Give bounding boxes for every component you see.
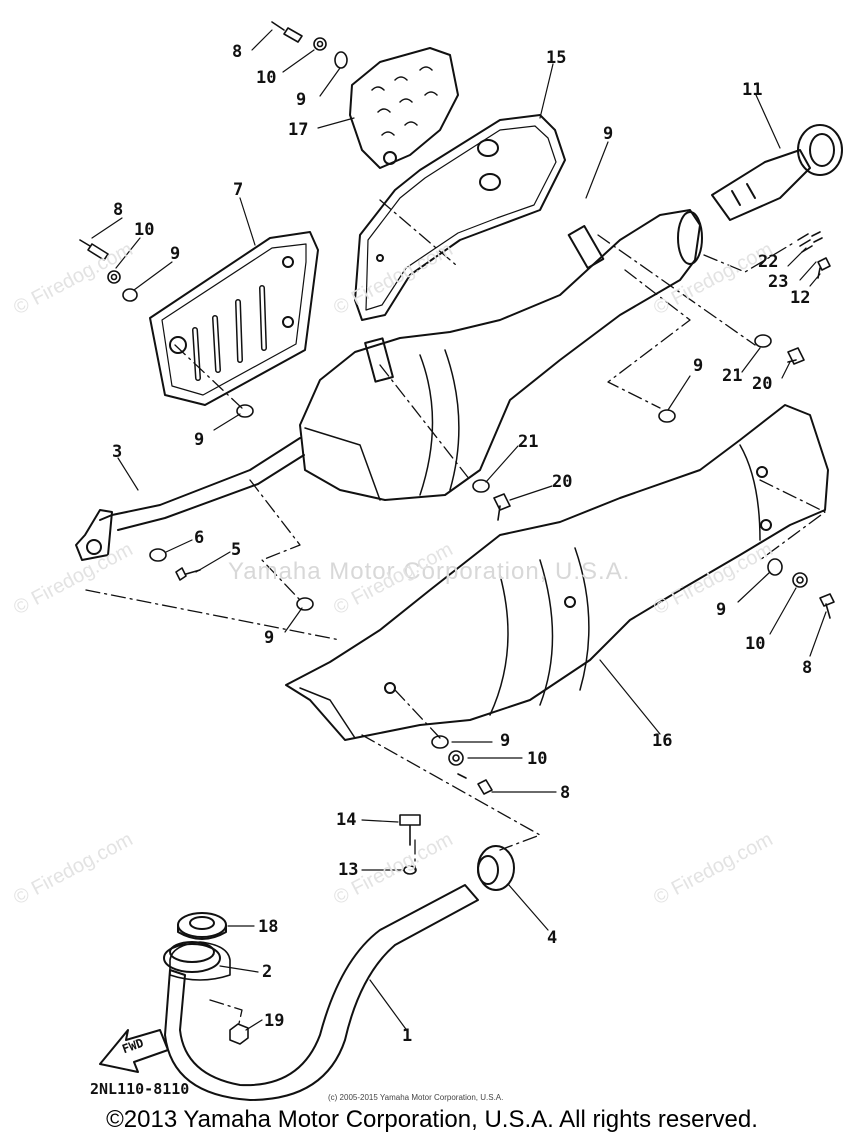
fasteners — [79, 21, 835, 1045]
callout-3: 3 — [112, 442, 123, 462]
callout-20: 20 — [552, 472, 573, 492]
copyright-footer: ©2013 Yamaha Motor Corporation, U.S.A. A… — [106, 1106, 758, 1133]
callout-9: 9 — [500, 731, 511, 751]
callout-14: 14 — [336, 810, 357, 830]
callout-13: 13 — [338, 860, 359, 880]
alignment-lines — [85, 199, 826, 1029]
callout-5: 5 — [231, 540, 242, 560]
callout-11: 11 — [742, 80, 763, 100]
callout-21: 21 — [722, 366, 743, 386]
lower-heat-shield — [285, 404, 829, 741]
callout-2: 2 — [262, 962, 273, 982]
small-copyright: (c) 2005-2015 Yamaha Motor Corporation, … — [328, 1093, 504, 1102]
callout-8: 8 — [113, 200, 124, 220]
side-cover-plate — [149, 231, 319, 406]
callout-9: 9 — [170, 244, 181, 264]
callout-17: 17 — [288, 120, 309, 140]
callout-8: 8 — [802, 658, 813, 678]
diagram-code: 2NL110-8110 — [90, 1080, 190, 1098]
callout-9: 9 — [716, 600, 727, 620]
callout-9: 9 — [603, 124, 614, 144]
callout-6: 6 — [194, 528, 205, 548]
callout-4: 4 — [547, 928, 558, 948]
callout-1: 1 — [402, 1026, 413, 1046]
callout-15: 15 — [546, 48, 567, 68]
callout-8: 8 — [232, 42, 243, 62]
fwd-arrow — [99, 1029, 169, 1073]
gasket — [177, 912, 227, 940]
callout-9: 9 — [693, 356, 704, 376]
callout-21: 21 — [518, 432, 539, 452]
callout-9: 9 — [264, 628, 275, 648]
callout-10: 10 — [527, 749, 548, 769]
callout-10: 10 — [256, 68, 277, 88]
callout-9: 9 — [194, 430, 205, 450]
callout-10: 10 — [745, 634, 766, 654]
exhaust-pipe — [163, 884, 479, 1101]
watermark-center: Yamaha Motor Corporation, U.S.A. — [228, 558, 631, 585]
perforated-shield — [349, 47, 459, 169]
callout-8: 8 — [560, 783, 571, 803]
callout-10: 10 — [134, 220, 155, 240]
callout-12: 12 — [790, 288, 811, 308]
callout-7: 7 — [233, 180, 244, 200]
callout-18: 18 — [258, 917, 279, 937]
muffler-stay-bracket — [75, 437, 305, 561]
upper-heat-shield — [354, 114, 566, 321]
spark-arrester — [711, 124, 843, 221]
callout-23: 23 — [768, 272, 789, 292]
muffler-body — [299, 209, 703, 501]
callout-16: 16 — [652, 731, 673, 751]
callout-20: 20 — [752, 374, 773, 394]
callout-19: 19 — [264, 1011, 285, 1031]
collar — [477, 845, 515, 891]
leader-lines — [91, 29, 827, 1033]
callout-9: 9 — [296, 90, 307, 110]
callout-22: 22 — [758, 252, 779, 272]
